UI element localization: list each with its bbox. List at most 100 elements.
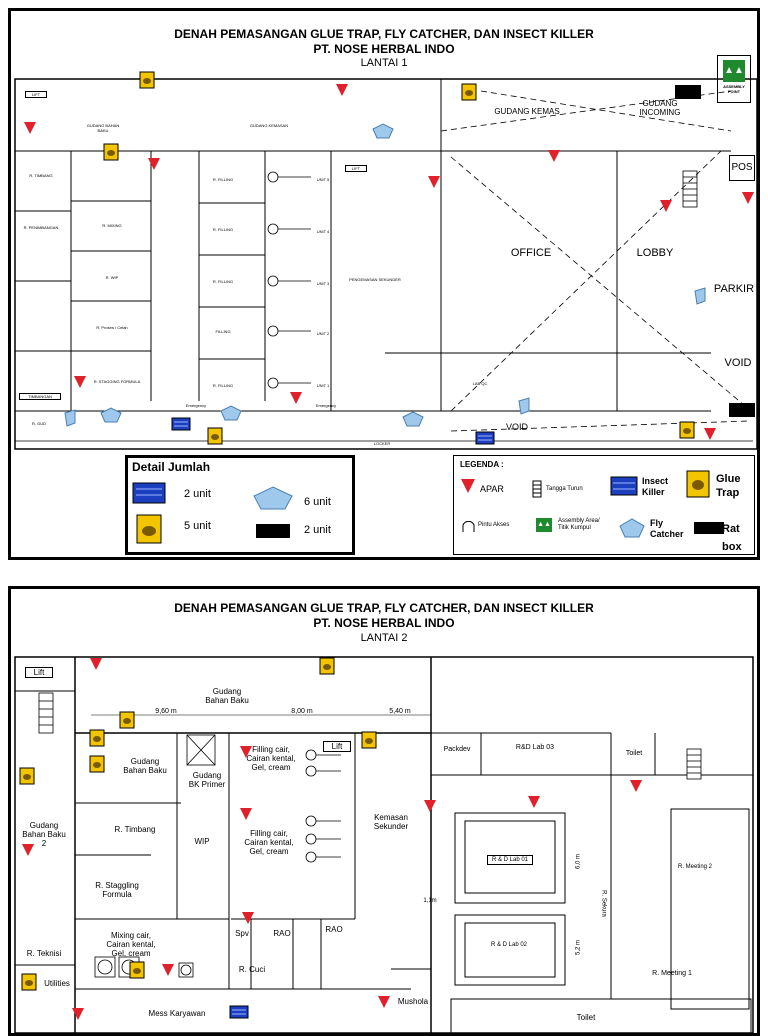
room-toilet-bottom: Toilet xyxy=(576,1013,596,1022)
room-r-filling-5: R. FILLING xyxy=(212,383,234,388)
room-packdev: Packdev xyxy=(443,746,471,753)
legenda-panel: LEGENDA : APAR Tangga Turun Insect Kille… xyxy=(453,455,755,555)
pos-booth: POS xyxy=(729,155,755,181)
apar-icon xyxy=(89,657,103,676)
fly-catcher-icon xyxy=(517,397,531,420)
glue-trap-icon xyxy=(207,427,223,450)
detail-jumlah-panel: Detail Jumlah 2 unit 6 unit 5 unit 2 uni… xyxy=(125,455,355,555)
label-emergency-1: Emergency xyxy=(185,403,207,408)
fly-catcher-icon xyxy=(371,123,395,144)
room-pengemasan-sekunder: PENGEMASAN SEKUNDER xyxy=(349,277,401,282)
apar-icon xyxy=(377,995,391,1014)
glue-trap-icon xyxy=(103,143,119,166)
apar-icon xyxy=(703,427,717,446)
apar-icon xyxy=(289,391,303,410)
door-icon xyxy=(462,520,476,538)
floor2-company: PT. NOSE HERBAL INDO xyxy=(313,616,455,630)
apar-icon xyxy=(239,807,253,826)
insect-killer-count: 2 unit xyxy=(184,488,211,500)
room-mess-karyawan: Mess Karyawan xyxy=(148,1009,206,1018)
apar-icon xyxy=(527,795,541,814)
apar-icon xyxy=(239,745,253,764)
apar-icon xyxy=(335,83,349,102)
room-gudang-kemas: GUDANG KEMAS xyxy=(494,107,560,116)
floor-plan-lantai-2: DENAH PEMASANGAN GLUE TRAP, FLY CATCHER,… xyxy=(8,586,760,1036)
apar-icon xyxy=(423,799,437,818)
legend-rat-box-label: Rat box xyxy=(722,523,742,553)
legend-tangga-label: Tangga Turun xyxy=(546,486,583,492)
floor-plan-lantai-1: DENAH PEMASANGAN GLUE TRAP, FLY CATCHER,… xyxy=(8,8,760,560)
insect-killer-icon xyxy=(475,431,495,450)
apar-icon xyxy=(147,157,161,176)
room-locker: LOCKER xyxy=(373,441,391,446)
room-gudang-incoming: GUDANG INCOMING xyxy=(639,99,681,117)
room-lobby: LOBBY xyxy=(636,247,674,259)
room-mixing: Mixing cair, Cairan kental, Gel, cream xyxy=(106,931,156,958)
room-r-teknisi: R. Teknisi xyxy=(26,949,62,958)
room-timbangan: TIMBANGAN xyxy=(19,393,61,400)
room-office: OFFICE xyxy=(510,247,552,259)
dimension-8-00: 8,00 m xyxy=(291,708,313,715)
room-r-sekura: R. Sekura xyxy=(600,890,607,917)
room-lift-1: Lift xyxy=(25,667,53,678)
floor1-company: PT. NOSE HERBAL INDO xyxy=(313,42,455,56)
room-mushola: Mushola xyxy=(397,997,429,1006)
legend-assembly-label: Assembly Area/ Titik Kumpul xyxy=(558,518,600,531)
label-unit-5: UNIT 5 xyxy=(316,177,330,182)
apar-icon xyxy=(427,175,441,194)
fly-catcher-icon xyxy=(401,411,425,432)
apar-icon xyxy=(741,191,755,210)
apar-icon xyxy=(21,843,35,862)
room-r-meeting-2: R. Meeting 2 xyxy=(677,864,713,870)
room-utilities: Utilities xyxy=(44,979,70,988)
apar-icon xyxy=(161,963,175,982)
apar-icon xyxy=(23,121,37,140)
floor2-plan-drawing xyxy=(14,656,754,1033)
glue-trap-icon xyxy=(89,729,105,752)
room-r-filling-3: R. FILLING xyxy=(212,279,234,284)
apar-icon xyxy=(241,911,255,930)
dimension-6-0: 6,0 m xyxy=(575,854,582,870)
legend-glue-trap-label: Glue Trap xyxy=(716,473,741,499)
room-r-cuci: R. Cuci xyxy=(238,965,266,974)
room-gudang-bahan-baku-top: Gudang Bahan Baku xyxy=(205,687,249,705)
area-void-bottom: VOID xyxy=(505,422,528,432)
room-r-stagging: R. STAGGING FORMULA xyxy=(93,379,141,384)
insect-killer-icon xyxy=(229,1005,249,1024)
assembly-people-icon: ▲▲ xyxy=(723,60,745,82)
floor1-floor-label: LANTAI 1 xyxy=(360,57,408,69)
room-filling-top: Filling cair, Cairan kental, Gel, cream xyxy=(246,745,296,772)
room-spv: Spv xyxy=(235,929,249,938)
room-r-timbang: R. Timbang xyxy=(114,825,156,834)
room-gudang-bk-primer: Gudang BK Primer xyxy=(188,771,226,789)
assembly-point-label: ASSEMBLY POINT xyxy=(723,84,745,94)
room-r-filling-1: R. FILLING xyxy=(212,177,234,182)
floor1-title: DENAH PEMASANGAN GLUE TRAP, FLY CATCHER,… xyxy=(174,27,594,41)
room-lab-qc: LAB QC xyxy=(472,381,488,386)
apar-icon xyxy=(629,779,643,798)
legend-fly-catcher-label: Fly Catcher xyxy=(650,518,684,539)
apar-icon xyxy=(73,375,87,394)
room-r-filling-2: R. FILLING xyxy=(212,227,234,232)
glue-trap-icon xyxy=(129,961,145,984)
room-rao-2: RAO xyxy=(325,925,343,934)
label-unit-2: UNIT 2 xyxy=(316,331,330,336)
room-kemasan-sekunder: Kemasan Sekunder xyxy=(373,813,409,831)
room-lift-2: LIFT xyxy=(345,165,367,172)
fly-catcher-icon xyxy=(63,409,77,432)
room-r-staggling: R. Staggling Formula xyxy=(95,881,139,899)
dimension-5-2: 5,2 m xyxy=(575,940,582,956)
label-unit-4: UNIT 4 xyxy=(316,229,330,234)
room-r-meeting-1: R. Meeting 1 xyxy=(652,970,692,977)
rat-box-icon xyxy=(675,85,701,99)
apar-icon xyxy=(659,199,673,218)
fly-catcher-icon xyxy=(693,287,707,310)
room-toilet-top: Toilet xyxy=(625,750,643,757)
room-gudang-bahan-baku-mid: Gudang Bahan Baku xyxy=(123,757,167,775)
assembly-point-sign: ▲▲ ASSEMBLY POINT xyxy=(717,55,751,103)
rat-box-count: 2 unit xyxy=(304,524,331,536)
glue-trap-icon xyxy=(21,973,37,996)
room-r-mixing: R. MIXING xyxy=(102,223,122,228)
glue-trap-icon xyxy=(119,711,135,734)
floor2-title: DENAH PEMASANGAN GLUE TRAP, FLY CATCHER,… xyxy=(174,601,594,615)
